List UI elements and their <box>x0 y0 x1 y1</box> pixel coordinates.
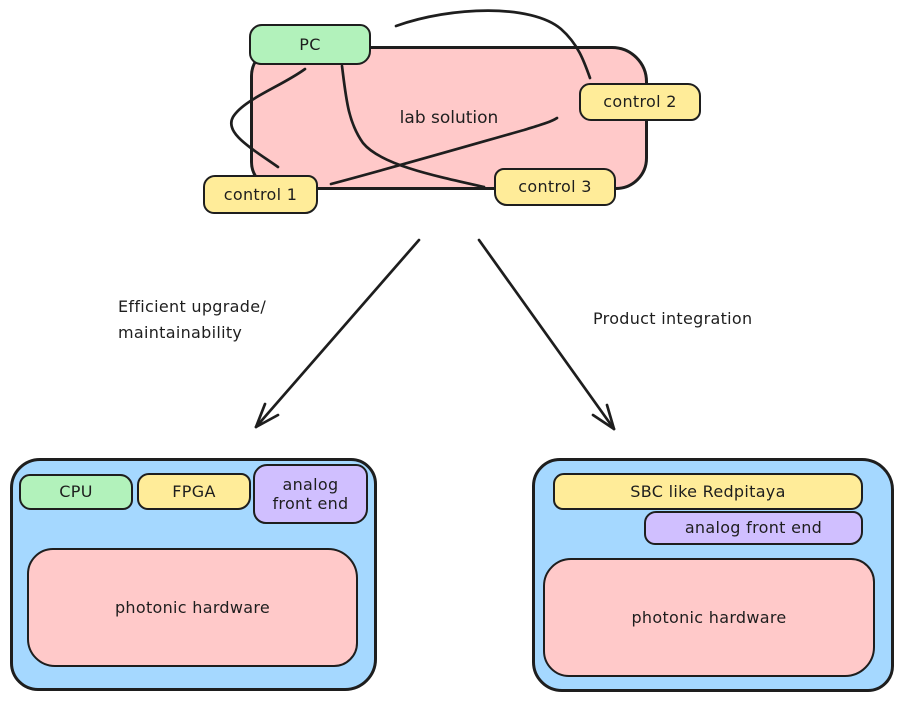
sbc-node: SBC like Redpitaya <box>553 473 863 510</box>
fpga-label: FPGA <box>172 481 216 501</box>
branch-arrow-left <box>254 238 421 429</box>
afe-left-line2: front end <box>272 494 349 513</box>
branch-arrow-right <box>477 238 616 431</box>
branch-label-right: Product integration <box>593 309 753 328</box>
control-2-node: control 2 <box>579 83 701 121</box>
cpu-label: CPU <box>59 482 93 502</box>
control-1-label: control 1 <box>223 184 298 204</box>
branch-label-left: Efficient upgrade/ maintainability <box>118 294 266 346</box>
control-1-node: control 1 <box>203 175 318 214</box>
cpu-node: CPU <box>19 474 133 510</box>
control-3-label: control 3 <box>518 177 592 197</box>
photonic-hardware-node-left: photonic hardware <box>27 548 358 667</box>
fpga-node: FPGA <box>137 473 251 510</box>
control-3-node: control 3 <box>494 168 616 206</box>
afe-left-line1: analog <box>282 474 339 494</box>
pc-label: PC <box>299 34 321 54</box>
branch-label-left-line1: Efficient upgrade/ <box>118 297 267 316</box>
analog-front-end-node-right: analog front end <box>644 511 863 545</box>
afe-right-label: analog front end <box>684 518 823 538</box>
branch-label-left-line2: maintainability <box>118 323 243 342</box>
pc-node: PC <box>249 24 371 65</box>
photonic-right-label: photonic hardware <box>631 607 787 627</box>
sbc-label: SBC like Redpitaya <box>630 481 786 501</box>
photonic-hardware-node-right: photonic hardware <box>543 558 875 677</box>
analog-front-end-node-left: analog front end <box>253 464 368 524</box>
photonic-left-label: photonic hardware <box>114 597 271 617</box>
control-2-label: control 2 <box>603 92 677 112</box>
